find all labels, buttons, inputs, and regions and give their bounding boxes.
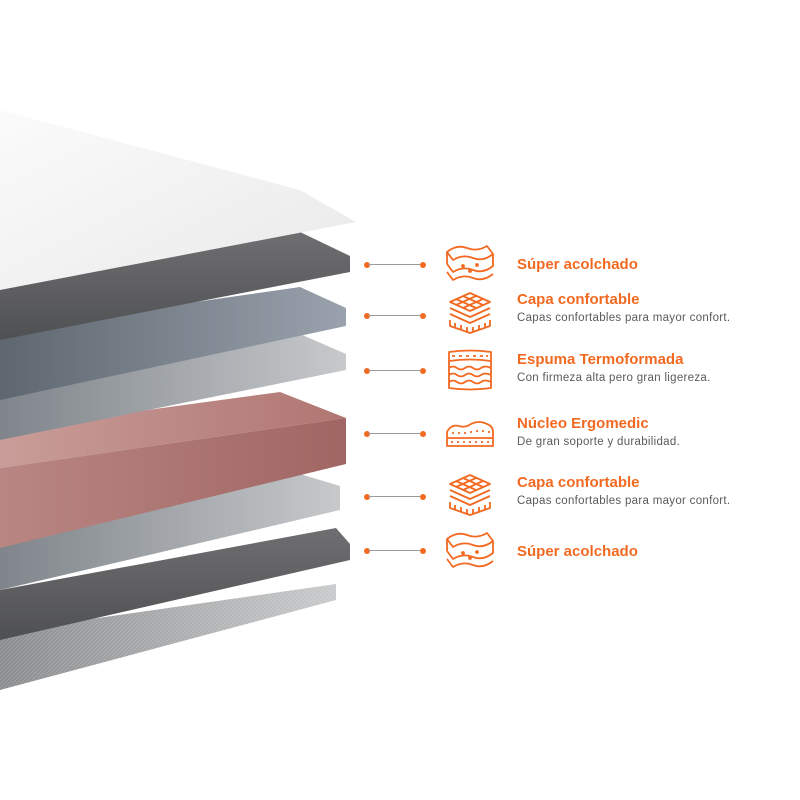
layer-top-dark bbox=[0, 232, 350, 340]
layer-thermo-foam bbox=[0, 334, 346, 440]
layer-label-1: Súper acolchado bbox=[517, 256, 757, 274]
layer-title: Núcleo Ergomedic bbox=[517, 415, 649, 432]
leader-line-3 bbox=[364, 367, 426, 375]
layer-lower-dark bbox=[0, 528, 350, 640]
layer-description: Capas confortables para mayor confort. bbox=[517, 495, 731, 507]
layer-comfort-blue bbox=[0, 287, 346, 400]
layer-label-5: Capa confortable Capas confortables para… bbox=[517, 474, 757, 509]
layer-label-6: Súper acolchado bbox=[517, 543, 757, 561]
layer-description: De gran soporte y durabilidad. bbox=[517, 436, 681, 448]
leader-line-1 bbox=[364, 261, 426, 269]
layer-title: Capa confortable bbox=[517, 474, 640, 491]
layer-label-4: Núcleo Ergomedic De gran soporte y durab… bbox=[517, 415, 757, 450]
quilted-top-icon bbox=[443, 240, 497, 284]
ergonomic-core-icon bbox=[443, 412, 497, 456]
quilted-top-icon bbox=[443, 527, 497, 571]
layer-title: Espuma Termoformada bbox=[517, 351, 684, 368]
layer-label-2: Capa confortable Capas confortables para… bbox=[517, 291, 757, 326]
layer-description: Capas confortables para mayor confort. bbox=[517, 312, 731, 324]
layer-title: Súper acolchado bbox=[517, 543, 638, 560]
thermoformed-foam-icon bbox=[443, 348, 497, 392]
layer-title: Súper acolchado bbox=[517, 256, 638, 273]
layer-lower-light bbox=[0, 474, 340, 590]
leader-line-6 bbox=[364, 547, 426, 555]
leader-line-4 bbox=[364, 430, 426, 438]
layer-label-3: Espuma Termoformada Con firmeza alta per… bbox=[517, 351, 757, 386]
comfort-layers-icon bbox=[443, 472, 497, 516]
layer-description: Con firmeza alta pero gran ligereza. bbox=[517, 372, 711, 384]
leader-line-5 bbox=[364, 493, 426, 501]
layer-core-pink bbox=[0, 418, 346, 548]
leader-line-2 bbox=[364, 312, 426, 320]
layer-title: Capa confortable bbox=[517, 291, 640, 308]
comfort-layers-icon bbox=[443, 290, 497, 334]
layer-top-quilt bbox=[0, 110, 356, 290]
